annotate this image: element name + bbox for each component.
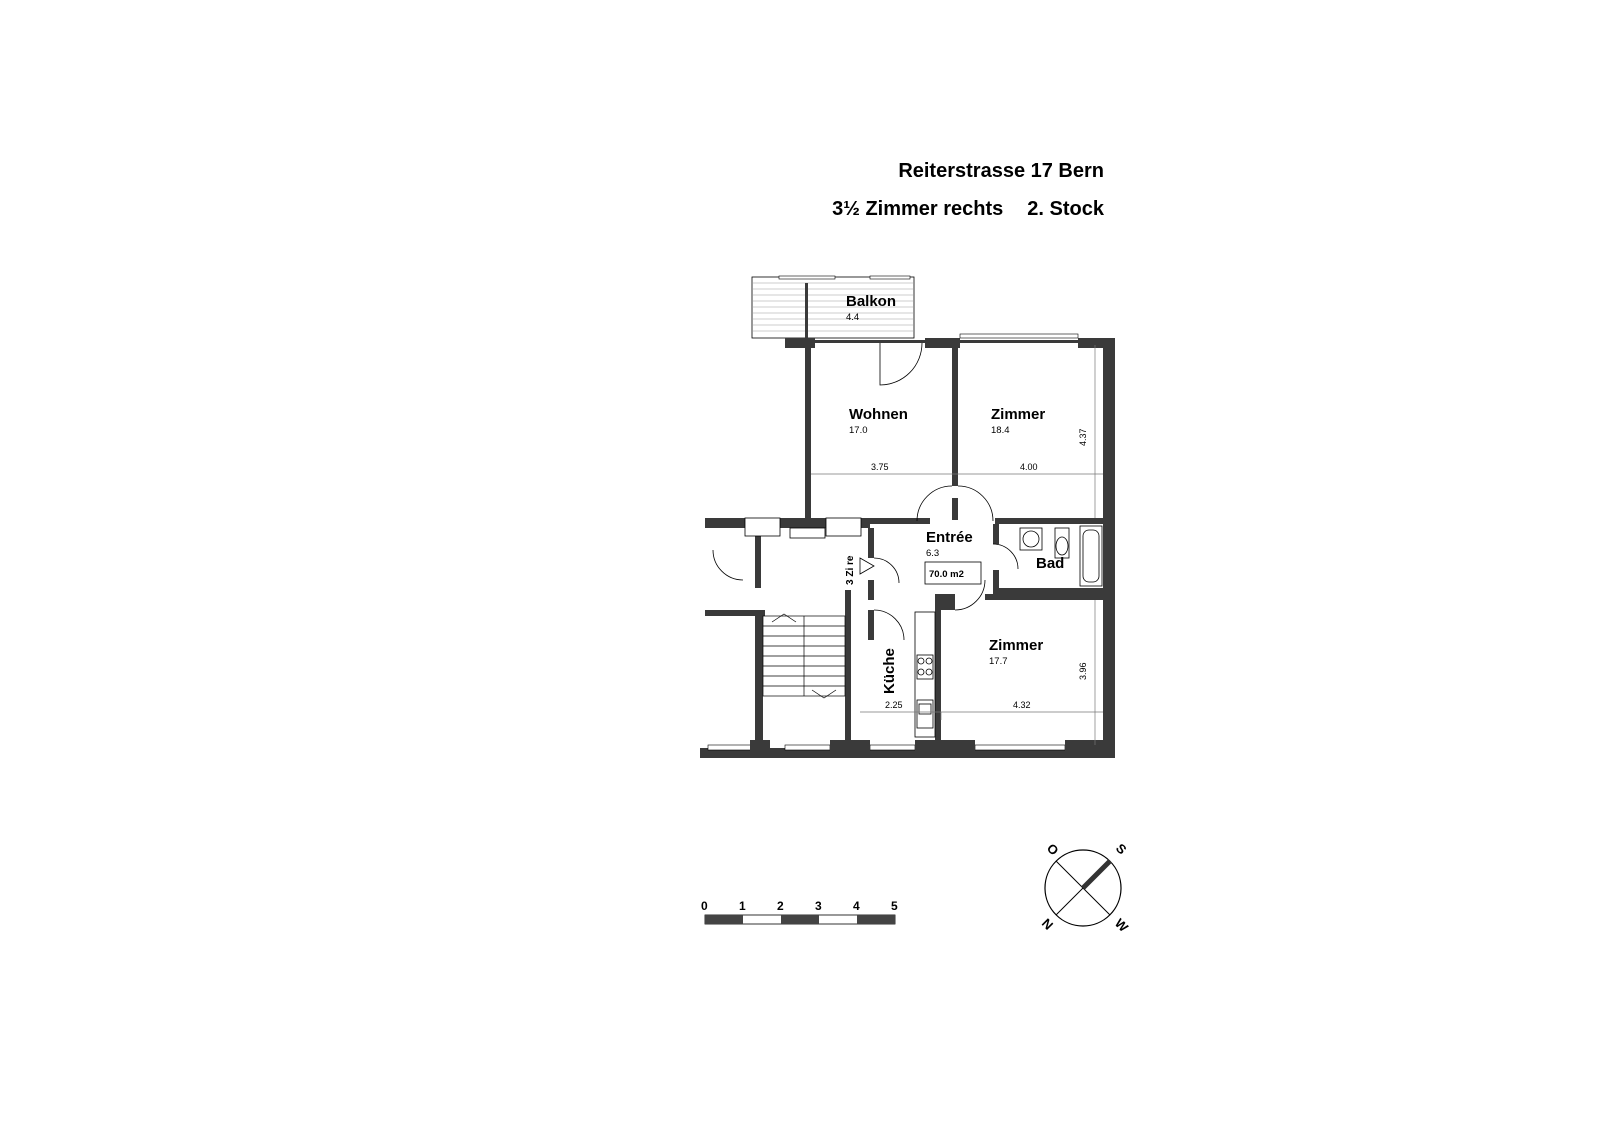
bad-name: Bad (1036, 555, 1064, 572)
scale-label-0: 0 (701, 899, 708, 913)
entrance-arrow-icon (859, 557, 875, 575)
scale-label-5: 5 (891, 899, 898, 913)
balcony-name: Balkon (846, 293, 896, 310)
dim-zimmer-top-depth: 4.37 (1078, 428, 1088, 446)
unit-label: 3½ Zimmer rechts (832, 198, 1004, 220)
dimension-lines (811, 345, 1103, 745)
stair-windows (744, 517, 862, 539)
zimmer-bottom-name: Zimmer (989, 637, 1043, 654)
zimmer-top-name: Zimmer (991, 406, 1045, 423)
entree-name: Entrée (926, 529, 973, 546)
total-area-label: 70.0 m2 (929, 569, 964, 580)
dim-kueche-width: 2.25 (885, 700, 903, 710)
entree-area: 6.3 (926, 548, 939, 559)
compass-icon: O S N W (1039, 841, 1132, 936)
zimmer-top-area: 18.4 (991, 425, 1010, 436)
compass-east: O (1044, 841, 1062, 859)
scale-bar: 0 1 2 3 4 5 (701, 899, 898, 925)
staircase (762, 613, 846, 699)
scale-label-2: 2 (777, 899, 784, 913)
zimmer-bottom-area: 17.7 (989, 656, 1008, 667)
exterior-walls (700, 333, 1115, 758)
address-title: Reiterstrasse 17 Bern (898, 160, 1104, 182)
dim-zimmer-top-width: 4.00 (1020, 462, 1038, 472)
dim-wohnen-width: 3.75 (871, 462, 889, 472)
dim-zimmer-bottom-depth: 3.96 (1078, 662, 1088, 680)
bathroom-fixtures (1019, 525, 1103, 587)
compass-west: W (1112, 916, 1132, 936)
kueche-name: Küche (881, 648, 898, 694)
stair-unit-label: 3 Zi re (845, 555, 856, 585)
balcony-area-value: 4.4 (846, 312, 859, 323)
compass-north: N (1039, 916, 1056, 933)
wohnen-name: Wohnen (849, 406, 908, 423)
interior-walls (755, 343, 1105, 750)
scale-label-1: 1 (739, 899, 746, 913)
scale-label-4: 4 (853, 899, 860, 913)
balcony-area (751, 275, 915, 339)
dim-zimmer-bottom-width: 4.32 (1013, 700, 1031, 710)
compass-south: S (1113, 841, 1130, 858)
scale-label-3: 3 (815, 899, 822, 913)
wohnen-area: 17.0 (849, 425, 868, 436)
floor-label: 2. Stock (1027, 198, 1104, 220)
unit-subtitle: 3½ Zimmer rechts 2. Stock (832, 198, 1104, 221)
total-area-box (924, 561, 982, 585)
kitchen-counter (914, 611, 936, 738)
door-swings (712, 342, 1019, 641)
